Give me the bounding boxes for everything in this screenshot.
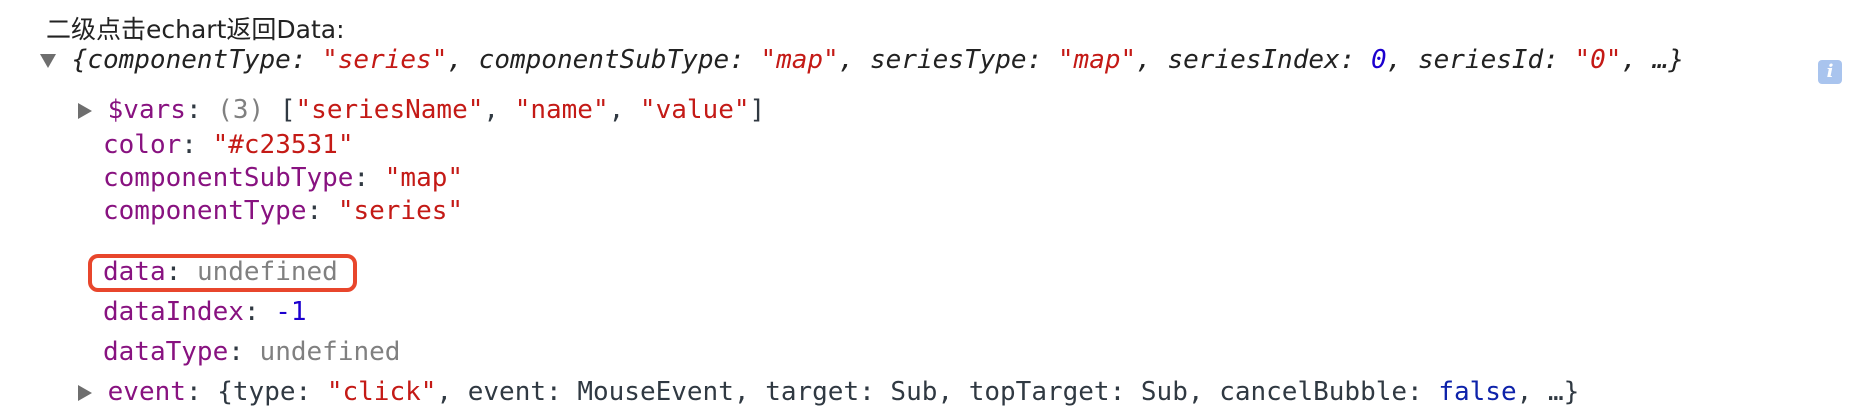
property-key: dataIndex [103,297,244,327]
preview-key: componentSubType [478,45,730,75]
array-item: "name" [514,95,609,125]
property-value: undefined [196,257,338,287]
array-item: "value" [639,95,750,125]
info-icon[interactable]: i [1818,60,1842,84]
property-row-componentSubType[interactable]: componentSubType: "map" [103,163,464,193]
property-key: data [103,257,166,287]
console-log-message: 二级点击echart返回Data: [46,15,345,44]
expand-triangle-icon[interactable] [78,384,92,401]
preview-value: "map" [1057,45,1137,75]
preview-value: "click" [326,377,437,407]
property-key: componentType [103,196,307,226]
preview-value: "series" [322,45,448,75]
property-value: undefined [259,337,401,367]
preview-key: type [232,377,296,407]
preview-key: seriesType [870,45,1027,75]
preview-key: seriesIndex [1167,45,1340,75]
property-key: event [107,377,186,407]
preview-value: Sub [890,377,938,407]
preview-value: false [1438,377,1517,407]
preview-key: event [467,377,547,407]
object-preview: {componentType: "series", componentSubTy… [71,45,1685,75]
property-key: dataType [103,337,229,367]
array-item: "seriesName" [295,95,484,125]
preview-key: topTarget [968,377,1110,407]
property-row-dataType[interactable]: dataType: undefined [103,337,401,367]
preview-key: target [765,377,860,407]
property-row-dataIndex[interactable]: dataIndex: -1 [103,297,307,327]
preview-value: MouseEvent [577,377,734,407]
preview-key: componentType [87,45,291,75]
property-key: $vars [107,95,186,125]
property-value: -1 [275,297,307,327]
highlight-annotation [88,254,357,292]
preview-key: cancelBubble [1219,377,1408,407]
property-key: componentSubType [103,163,354,193]
array-length: (3) [217,95,265,125]
property-key: color [103,130,182,160]
collapse-triangle-icon[interactable] [40,53,56,68]
property-row-vars[interactable]: $vars: (3) ["seriesName", "name", "value… [78,90,765,130]
preview-value: 0 [1370,45,1387,75]
property-row-color[interactable]: color: "#c23531" [103,130,354,160]
property-value: "#c23531" [212,130,354,160]
property-row-componentType[interactable]: componentType: "series" [103,196,464,226]
expand-triangle-icon[interactable] [78,102,92,119]
preview-value: Sub [1140,377,1188,407]
property-row-event[interactable]: event: {type: "click", event: MouseEvent… [78,372,1579,412]
object-summary-row[interactable]: {componentType: "series", componentSubTy… [40,40,1684,80]
property-value: "map" [384,163,464,193]
preview-key: seriesId [1417,45,1544,75]
property-row-data[interactable]: data: undefined [103,257,338,287]
preview-value: "map" [760,45,839,75]
property-value: "series" [337,196,464,226]
preview-value: "0" [1574,45,1622,75]
